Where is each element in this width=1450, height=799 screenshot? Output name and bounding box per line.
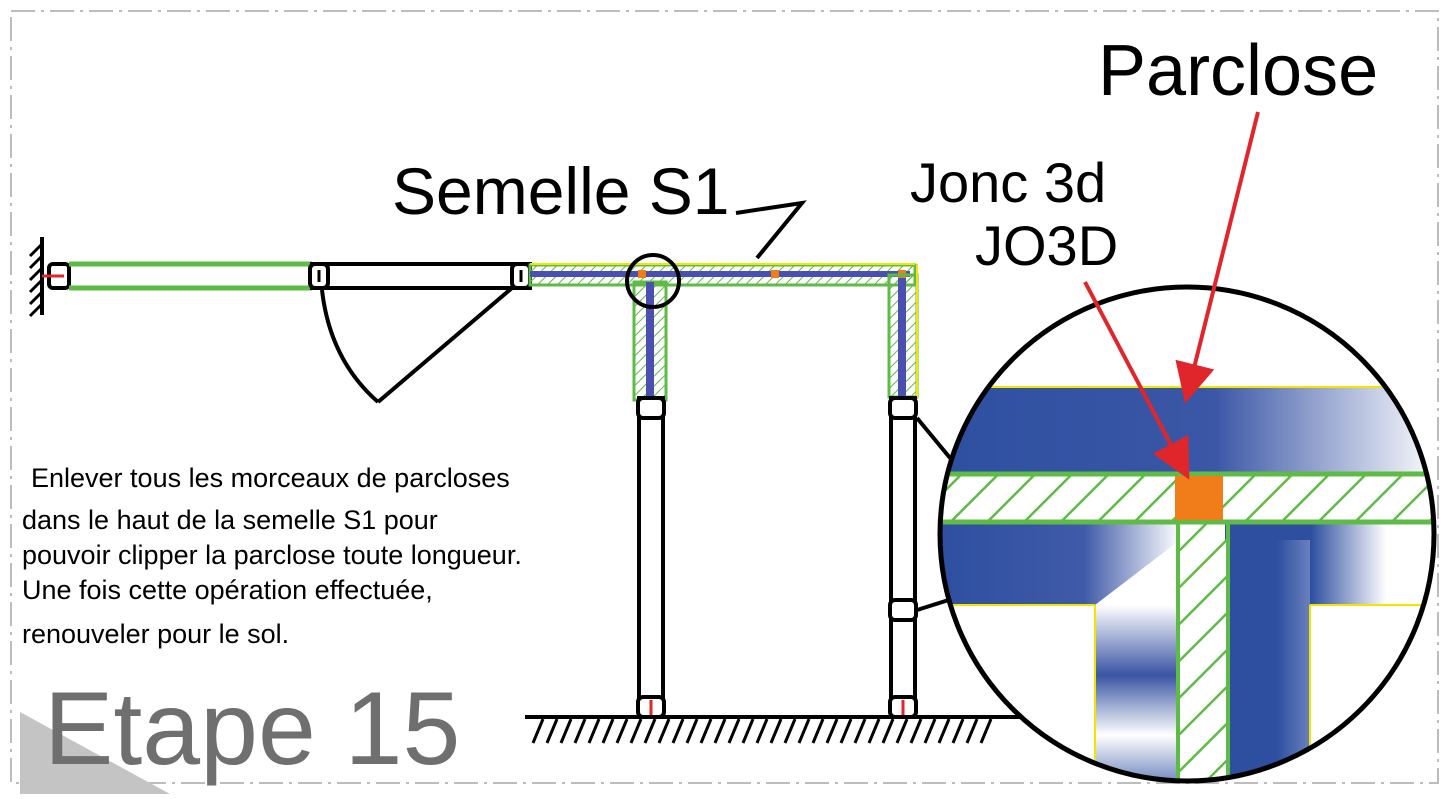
instruction-line: Enlever tous les morceaux de parcloses <box>31 463 510 493</box>
right-post-profile <box>887 264 919 399</box>
instruction-line: pouvoir clipper la parclose toute longue… <box>22 540 522 570</box>
instruction-text: Enlever tous les morceaux de parcloses d… <box>22 463 522 649</box>
floor-ground <box>525 715 1045 744</box>
step-title: Etape 15 <box>44 671 460 787</box>
step-triangle <box>20 712 170 794</box>
wall-anchor <box>28 237 71 318</box>
instruction-line: renouveler pour le sol. <box>22 619 289 649</box>
door-leaf <box>308 262 532 290</box>
right-door-frame <box>888 396 918 719</box>
parclose-label: Parclose <box>1098 31 1378 111</box>
semelle-leader-line <box>735 200 807 260</box>
door-swing <box>320 286 514 404</box>
left-door-frame <box>636 396 666 719</box>
semelle-label: Semelle S1 <box>392 154 730 228</box>
detail-circle-outline <box>937 284 1437 784</box>
jonc-arrow <box>1083 281 1190 480</box>
instruction-line: Une fois cette opération effectuée, <box>22 575 433 605</box>
jonc-label-line1: Jonc 3d <box>910 151 1106 214</box>
fixed-glazing-panel <box>69 261 312 291</box>
jonc-label-line2: JO3D <box>975 214 1118 277</box>
page-border <box>10 10 1439 784</box>
instruction-line: dans le haut de la semelle S1 pour <box>22 505 438 535</box>
semelle-s1-profile <box>528 263 917 287</box>
left-post-profile <box>632 280 668 402</box>
parclose-arrow <box>1175 111 1260 404</box>
detail-marker-circle <box>625 253 681 309</box>
